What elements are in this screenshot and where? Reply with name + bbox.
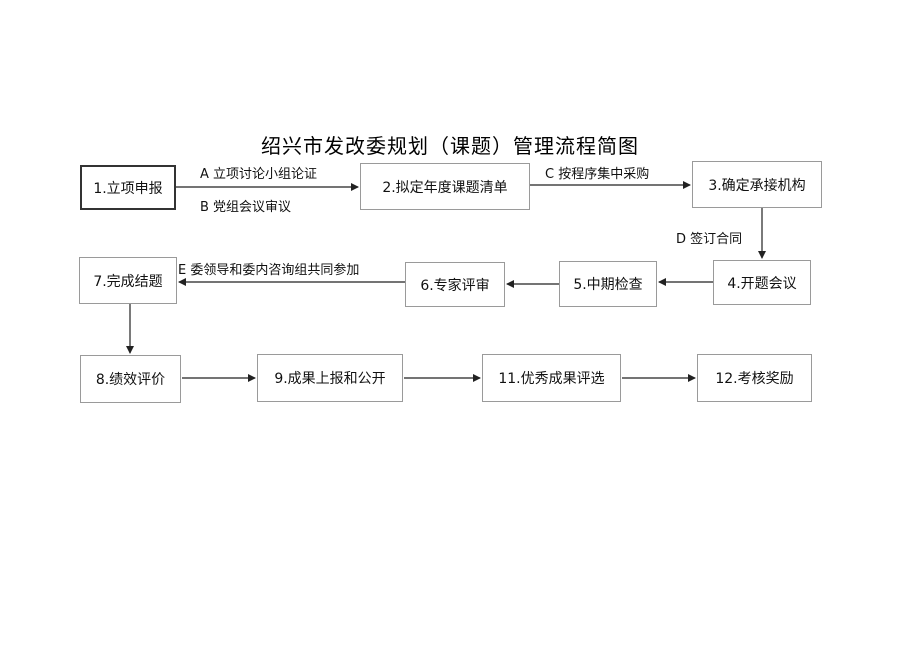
edge-label-d: D 签订合同 (676, 232, 743, 247)
node-11-outstanding-results-selection: 11.优秀成果评选 (482, 354, 621, 402)
edge-label-a: A 立项讨论小组论证 (200, 167, 318, 182)
node-9-results-report-publish: 9.成果上报和公开 (257, 354, 403, 402)
node-1-project-application: 1.立项申报 (80, 165, 176, 210)
node-6-expert-review: 6.专家评审 (405, 262, 505, 307)
edge-label-c: C 按程序集中采购 (545, 167, 650, 182)
edge-label-b: B 党组会议审议 (200, 200, 292, 215)
node-3-determine-contractor: 3.确定承接机构 (692, 161, 822, 208)
node-12-assessment-reward: 12.考核奖励 (697, 354, 812, 402)
edge-label-e: E 委领导和委内咨询组共同参加 (178, 263, 360, 278)
node-8-performance-evaluation: 8.绩效评价 (80, 355, 181, 403)
node-2-annual-topic-list: 2.拟定年度课题清单 (360, 163, 530, 210)
node-5-midterm-check: 5.中期检查 (559, 261, 657, 307)
node-7-project-completion: 7.完成结题 (79, 257, 177, 304)
diagram-title: 绍兴市发改委规划（课题）管理流程简图 (261, 134, 639, 158)
node-4-opening-meeting: 4.开题会议 (713, 260, 811, 305)
